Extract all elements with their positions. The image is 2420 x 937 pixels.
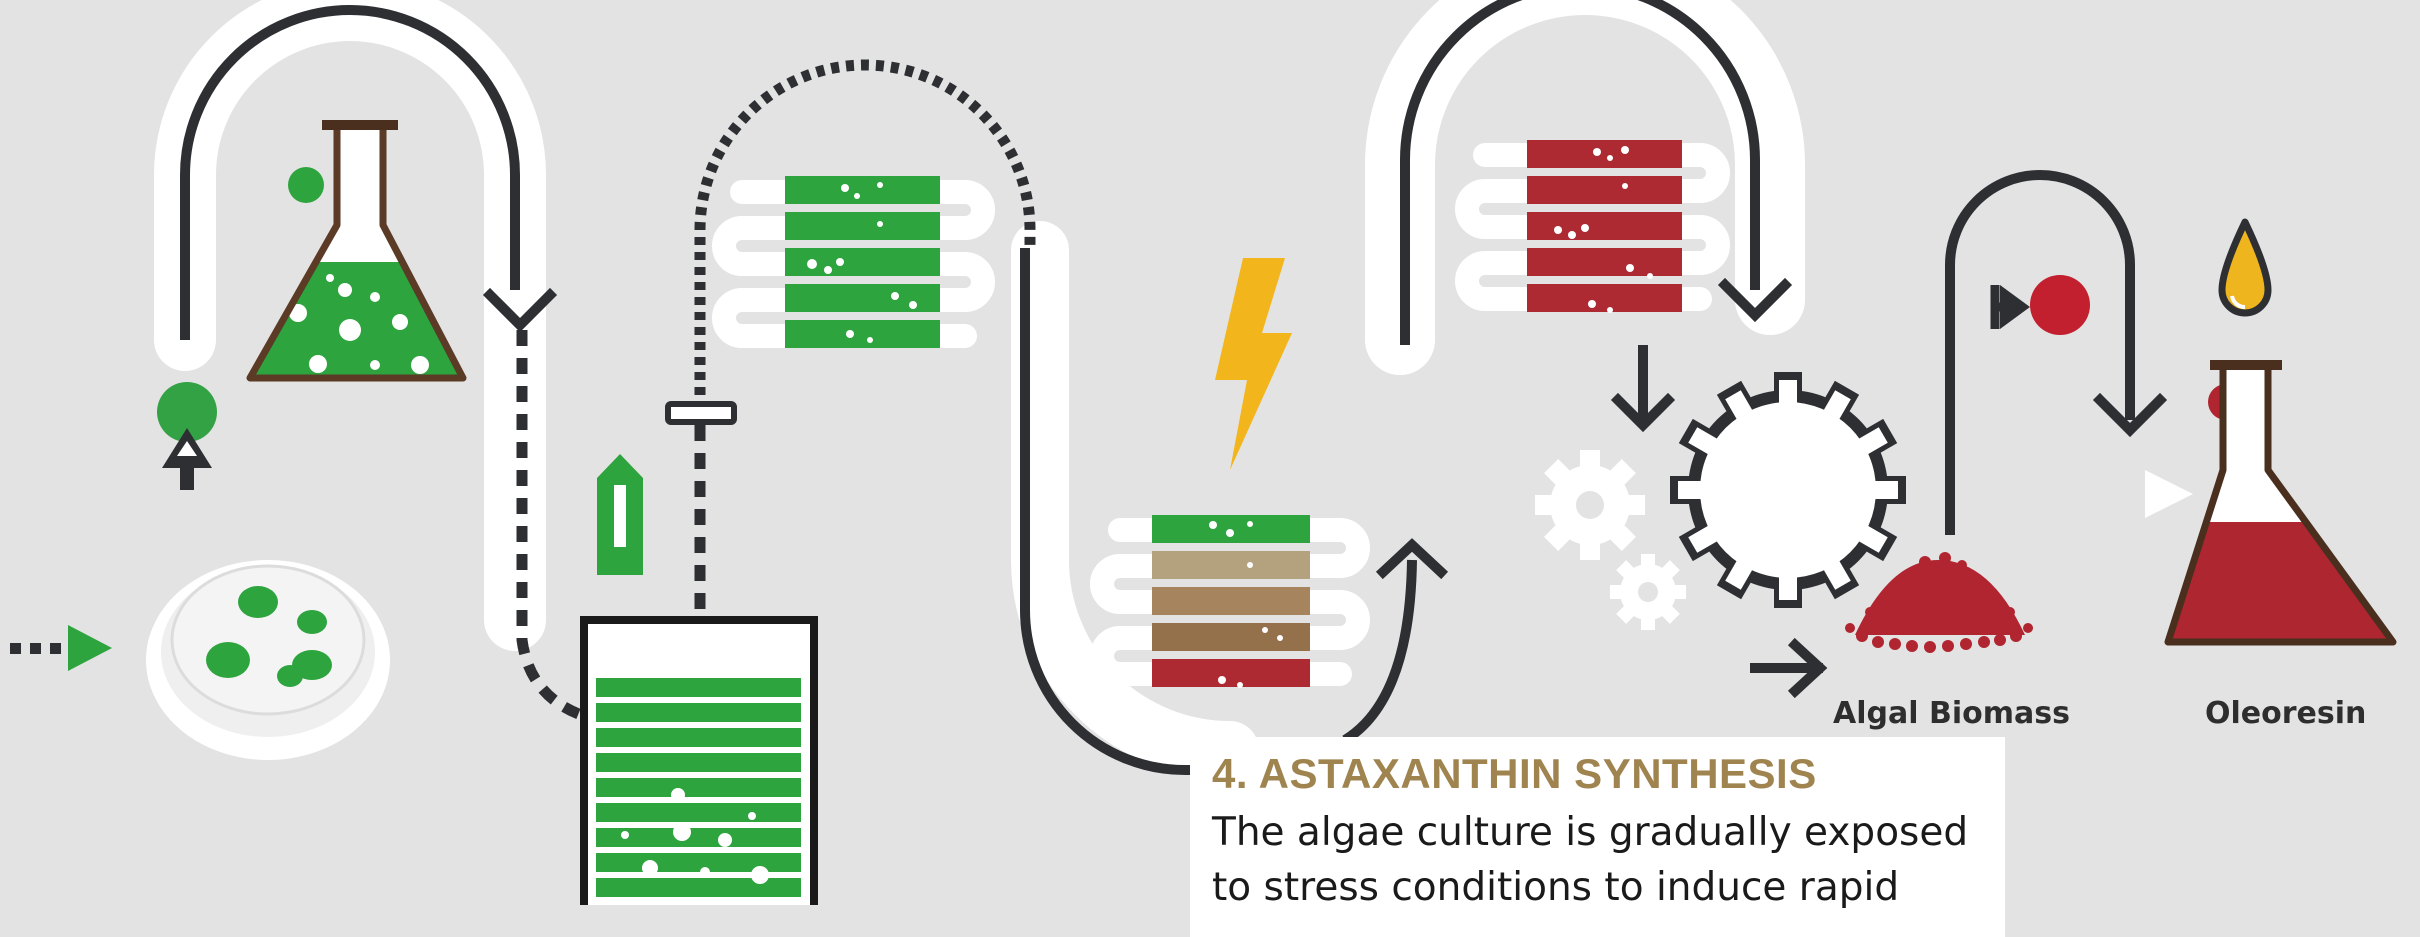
arrow-icon <box>1375 538 1449 580</box>
pipe-rise <box>1342 559 1417 745</box>
upload-icon <box>157 382 217 490</box>
red-photobioreactor-icon <box>1455 140 1730 313</box>
red-drop <box>2030 275 2090 335</box>
arrow-icon <box>1610 345 1676 433</box>
play-arrow-icon <box>68 625 112 671</box>
gear-icon <box>1670 372 1906 608</box>
gear-icon <box>1535 450 1645 560</box>
astaxanthin-process-diagram <box>10 0 2397 905</box>
pipe-dashed-down <box>516 330 592 724</box>
petri-dish-icon <box>146 560 390 760</box>
flask-icon <box>2164 360 2397 646</box>
flask-icon <box>246 120 467 382</box>
arrow-icon <box>482 287 558 333</box>
pipe-dotted-loop <box>694 59 1036 395</box>
sensor-icon <box>597 454 643 575</box>
pipe-biomass-loop <box>1945 170 2135 535</box>
arrow-icon <box>2092 392 2168 438</box>
oil-drop-icon <box>2218 218 2272 317</box>
play-arrow-icon <box>2145 470 2193 518</box>
step-title: 4. ASTAXANTHIN SYNTHESIS <box>1212 750 1817 797</box>
algal-biomass-label: Algal Biomass <box>1833 696 2070 731</box>
step-info-box: 4. ASTAXANTHIN SYNTHESIS The algae cultu… <box>1190 737 2005 937</box>
photobioreactor-icon <box>712 176 995 348</box>
culture-tank-icon <box>580 616 818 905</box>
oleoresin-label: Oleoresin <box>2205 696 2367 731</box>
stress-reactor-icon <box>1090 515 1370 688</box>
pipe-top-loop <box>1400 0 1760 345</box>
valve-icon <box>665 401 737 425</box>
arrow-icon <box>1717 277 1793 323</box>
inoculum-input <box>10 625 112 671</box>
arrow-icons <box>482 277 2168 699</box>
algal-biomass-pile-icon <box>1845 552 2033 653</box>
pipe-down-curve <box>1020 248 1200 775</box>
step-description: The algae culture is gradually exposed t… <box>1212 810 1969 910</box>
lightning-icon <box>1215 258 1292 470</box>
arrow-icon <box>1750 637 1828 699</box>
pipe-lines <box>180 0 2135 775</box>
gear-icon <box>1610 554 1686 630</box>
pipe-flask-loop <box>180 5 520 340</box>
culture-drop <box>288 167 324 203</box>
